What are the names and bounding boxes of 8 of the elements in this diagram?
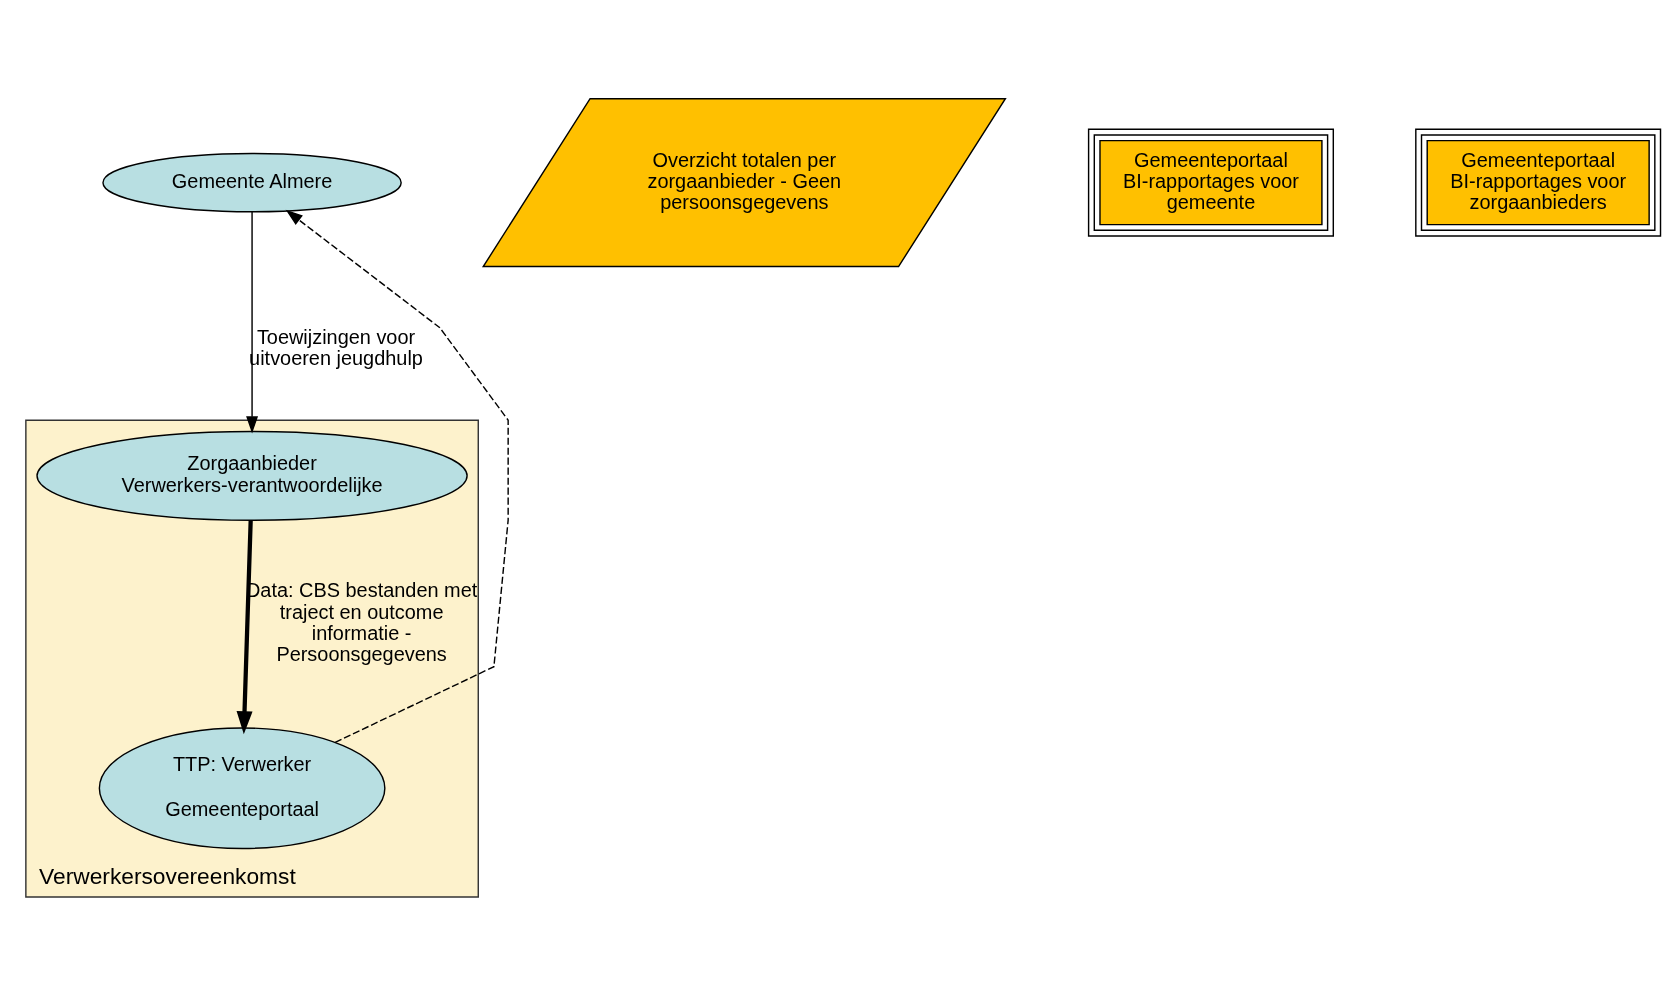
arrow [236, 519, 253, 734]
node-ellipse: Gemeente Almere [102, 152, 402, 212]
node-box: Gemeenteportaal BI-rapportages voor gemeente [1087, 128, 1334, 237]
arrow [246, 210, 259, 433]
arrow [285, 209, 509, 743]
node-ellipse: TTP: Verwerker Gemeenteportaal [98, 726, 386, 849]
node-box: Gemeenteportaal BI-rapportages voor zorgaanbieders [1415, 128, 1662, 237]
node-ellipse: Zorgaanbieder Verwerkers-verantwoordelijke [36, 430, 468, 521]
